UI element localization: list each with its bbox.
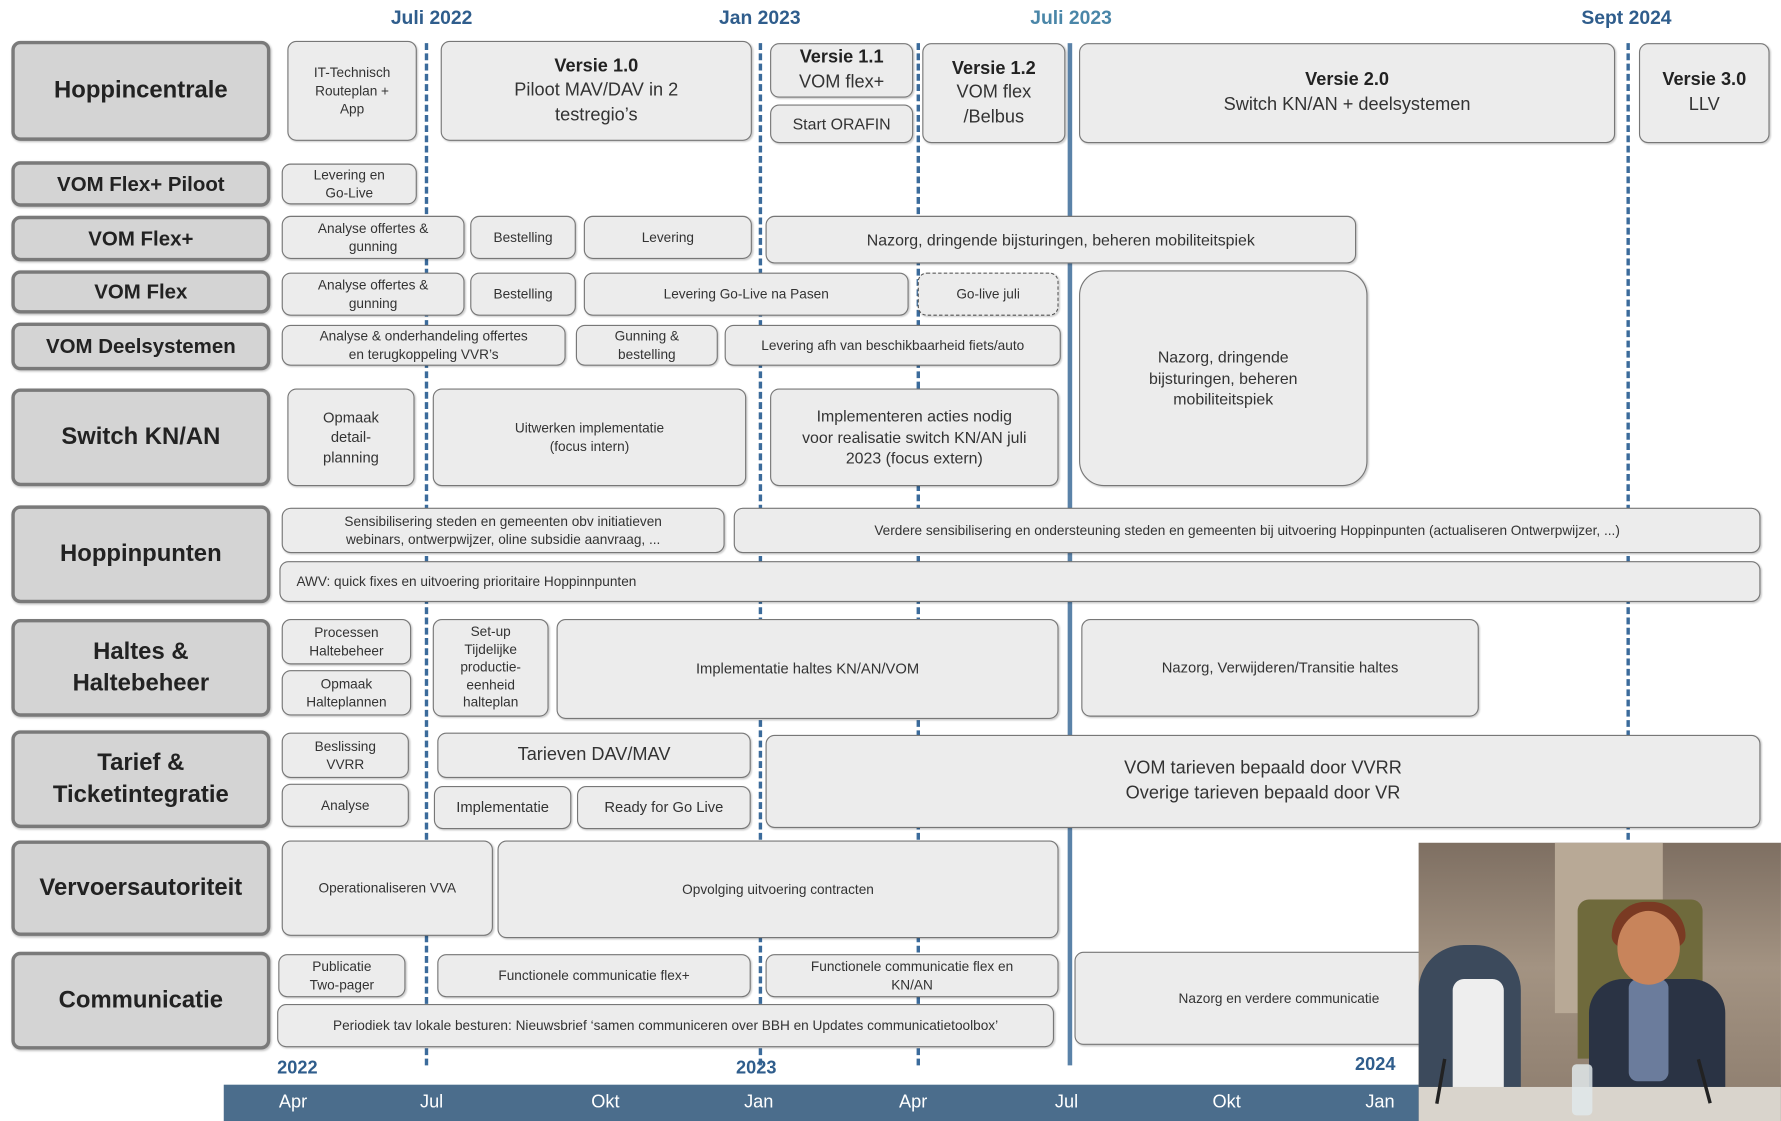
timeline-line-juli-2023 xyxy=(1067,43,1073,1066)
task-it-technisch: IT-Technisch Routeplan + App xyxy=(287,40,417,141)
row-label-vom-flex-plus: VOM Flex+ xyxy=(11,215,271,262)
month-label-apr-2023: Apr xyxy=(899,1092,928,1112)
timeline-line-sept-2024 xyxy=(1626,43,1630,1066)
task-deelsystemen-analyse: Analyse & onderhandeling offertes en ter… xyxy=(281,324,566,366)
task-hoppinpunten-awv: AWV: quick fixes en uitvoering prioritai… xyxy=(279,561,1761,602)
month-label-apr-2022: Apr xyxy=(278,1092,308,1112)
row-label-tarief: Tarief & Ticketintegratie xyxy=(11,730,271,828)
month-label-jan-2023: Jan xyxy=(744,1092,774,1112)
month-label-jul-2023: Jul xyxy=(1054,1092,1079,1112)
task-nazorg-mobiliteitspiek: Nazorg, dringende bijsturingen, beheren … xyxy=(1079,270,1368,487)
task-vom-flex-bestelling: Bestelling xyxy=(470,272,576,316)
task-levering-go-live: Levering en Go-Live xyxy=(281,163,417,205)
task-haltes-processen: Processen Haltebeheer xyxy=(281,619,412,665)
timeline-line-juli-2022 xyxy=(424,43,429,1066)
row-label-haltes: Haltes & Haltebeheer xyxy=(11,619,271,717)
task-co-nazorg: Nazorg en verdere communicatie xyxy=(1074,951,1484,1045)
task-va-opvolging: Opvolging uitvoering contracten xyxy=(497,840,1059,939)
top-label-juli-2022: Juli 2022 xyxy=(390,6,473,29)
task-hoppinpunten-sensibilisering: Sensibilisering steden en gemeenten obv … xyxy=(281,507,725,554)
task-co-periodiek: Periodiek tav lokale besturen: Nieuwsbri… xyxy=(277,1004,1055,1048)
task-tarief-vom: VOM tarieven bepaald door VVRR Overige t… xyxy=(765,734,1761,828)
task-switch-uitwerken: Uitwerken implementatie (focus intern) xyxy=(432,388,747,487)
year-label-2024: 2024 xyxy=(1355,1055,1396,1075)
row-label-hoppincentrale: Hoppincentrale xyxy=(11,40,271,141)
task-switch-implementeren: Implementeren acties nodig voor realisat… xyxy=(770,388,1059,487)
row-label-vom-flex-plus-piloot: VOM Flex+ Piloot xyxy=(11,161,271,207)
webcam-video-inset xyxy=(1418,842,1781,1121)
row-label-vom-flex: VOM Flex xyxy=(11,270,271,314)
task-haltes-nazorg: Nazorg, Verwijderen/Transitie haltes xyxy=(1081,619,1479,717)
task-switch-opmaak: Opmaak detail- planning xyxy=(287,388,415,487)
month-label-okt-2022: Okt xyxy=(591,1092,620,1112)
top-label-juli-2023: Juli 2023 xyxy=(1030,6,1112,29)
timeline-line-apr-2023 xyxy=(916,43,920,1066)
task-vom-flex-plus-analyse: Analyse offertes & gunning xyxy=(281,215,465,259)
task-haltes-implementatie: Implementatie haltes KN/AN/VOM xyxy=(556,619,1059,719)
task-haltes-opmaak: Opmaak Halteplannen xyxy=(281,670,412,716)
row-label-vervoersautoriteit: Vervoersautoriteit xyxy=(11,840,271,936)
task-tarief-implementatie: Implementatie xyxy=(433,785,572,830)
task-va-operationaliseren: Operationaliseren VVA xyxy=(281,840,493,936)
timeline-line-jan-2023 xyxy=(758,43,763,1066)
task-deelsystemen-gunning: Gunning & bestelling xyxy=(575,324,718,366)
month-label-jan-2024: Jan xyxy=(1365,1092,1395,1112)
top-label-sept-2024: Sept 2024 xyxy=(1581,6,1672,29)
task-tarief-analyse: Analyse xyxy=(281,783,409,827)
year-label-2023: 2023 xyxy=(735,1058,777,1078)
month-label-okt-2023: Okt xyxy=(1212,1092,1241,1112)
row-label-communicatie: Communicatie xyxy=(11,951,271,1050)
row-label-vom-deelsystemen: VOM Deelsystemen xyxy=(11,322,271,371)
task-vom-flex-plus-bestelling: Bestelling xyxy=(470,215,576,259)
task-hoppinpunten-verdere: Verdere sensibilisering en ondersteuning… xyxy=(733,507,1761,554)
task-vom-flex-go-live-juli: Go-live juli xyxy=(917,272,1059,316)
row-label-hoppinpunten: Hoppinpunten xyxy=(11,505,271,604)
task-vom-flex-analyse: Analyse offertes & gunning xyxy=(281,272,465,316)
task-tarief-tarieven: Tarieven DAV/MAV xyxy=(437,732,751,779)
task-co-publicatie: Publicatie Two-pager xyxy=(278,954,406,998)
task-tarief-ready: Ready for Go Live xyxy=(576,785,751,830)
task-haltes-setup: Set-up Tijdelijke productie- eenheid hal… xyxy=(432,619,549,717)
task-co-functionele-flex-kn-an: Functionele communicatie flex en KN/AN xyxy=(765,954,1059,998)
task-vom-flex-plus-nazorg: Nazorg, dringende bijsturingen, beheren … xyxy=(765,215,1357,264)
row-label-switch-kn-an: Switch KN/AN xyxy=(11,388,271,487)
top-label-jan-2023: Jan 2023 xyxy=(719,6,801,29)
year-label-2022: 2022 xyxy=(277,1058,318,1078)
task-co-functionele-flex-plus: Functionele communicatie flex+ xyxy=(437,954,751,998)
task-deelsystemen-levering: Levering afh van beschikbaarheid fiets/a… xyxy=(724,324,1061,366)
month-label-jul-2022: Jul xyxy=(419,1092,444,1112)
task-vom-flex-plus-levering: Levering xyxy=(583,215,752,259)
task-vom-flex-levering: Levering Go-Live na Pasen xyxy=(583,272,909,316)
task-start-orafin: Start ORAFIN xyxy=(770,104,914,144)
task-tarief-beslissing: Beslissing VVRR xyxy=(281,732,409,779)
